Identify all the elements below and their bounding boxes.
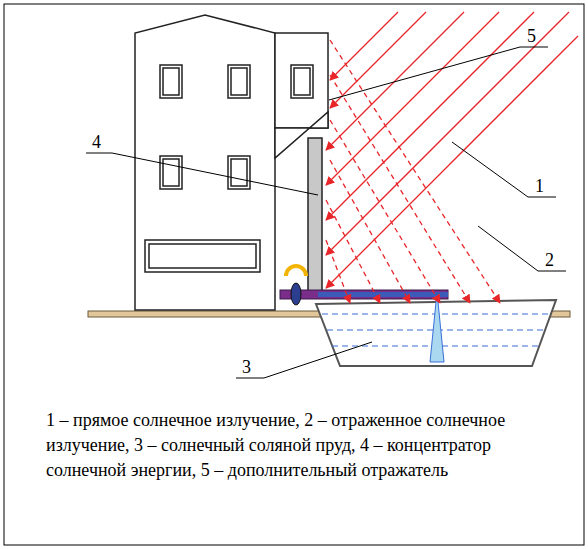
reflected-ray	[330, 120, 440, 303]
callout-number: 2	[545, 250, 554, 270]
leader-lines	[86, 47, 566, 378]
reflected-ray	[326, 200, 380, 303]
direct-ray	[326, 12, 464, 150]
rays	[326, 12, 578, 303]
building-annex	[275, 33, 328, 128]
direct-ray	[330, 12, 398, 80]
callout-number: 1	[535, 176, 544, 196]
pipe-core	[318, 292, 448, 297]
pump	[291, 283, 301, 305]
callout-number: 5	[527, 26, 536, 46]
reflected-ray	[330, 75, 470, 303]
windows	[145, 65, 313, 272]
direct-ray	[330, 12, 426, 108]
callout-number: 3	[242, 357, 251, 377]
pipe	[280, 290, 448, 299]
direct-ray	[326, 12, 499, 185]
frame	[4, 4, 584, 545]
caption: 1 – прямое солнечное излучение, 2 – отра…	[46, 408, 566, 483]
solar-concentrator	[308, 138, 322, 298]
reflected-ray	[326, 240, 350, 303]
callout-number: 4	[92, 132, 101, 152]
building	[135, 15, 275, 310]
fountain	[430, 292, 444, 362]
reflected-ray	[330, 40, 500, 303]
direct-ray	[326, 12, 534, 220]
reflected-ray	[330, 160, 410, 303]
pump-handle	[286, 266, 306, 276]
